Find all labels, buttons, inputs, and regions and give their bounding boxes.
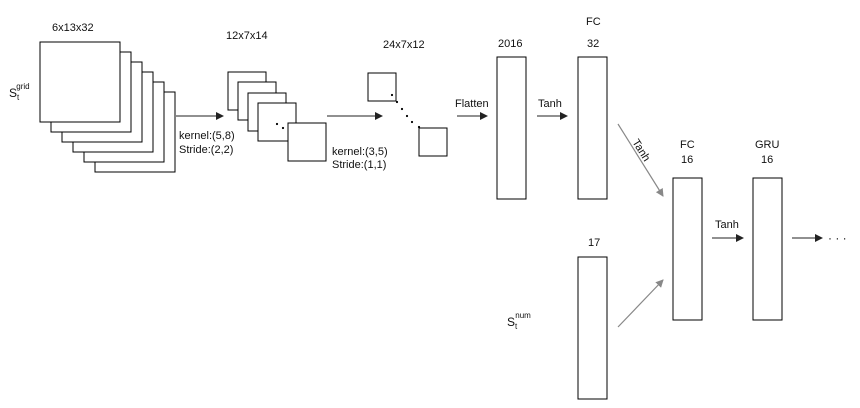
fc1-title: FC [586,16,601,28]
numeric-input-vector [577,256,608,400]
conv1-feature-maps [227,71,327,162]
numeric-input-size: 17 [588,237,600,249]
input-grid-layer [39,41,121,123]
input-grid-symbol: Stgrid [9,82,30,102]
fc1-activation-label: Tanh [538,98,562,110]
ellipsis-dot [390,93,394,97]
conv2-feature-map [367,72,397,102]
conv2-output-dims: 24x7x12 [383,39,425,51]
conv2-feature-map [418,127,448,157]
input-grid-stack [39,41,176,173]
ellipsis-dot [405,114,409,118]
gru-layer [752,177,783,321]
fc2-title: FC [680,139,695,151]
ellipsis-dot [410,120,414,124]
flatten-vector [496,56,527,200]
flatten-size: 2016 [498,38,522,50]
continuation-dots: · · · [828,231,847,245]
numeric-input-symbol: Stnum [507,311,531,331]
ellipsis-dot [281,126,285,130]
ellipsis-dot [395,100,399,104]
gru-title: GRU [755,139,780,151]
numeric-to-fc2-arrow [617,279,664,328]
ellipsis-dot [275,122,279,126]
conv1-output-dims: 12x7x14 [226,30,268,42]
fc1-layer [577,56,608,200]
fc2-size: 16 [681,154,693,166]
conv2-stride: Stride:(1,1) [332,159,386,171]
fc1-to-fc2-activation: Tanh [629,137,652,164]
conv1-kernel: kernel:(5,8) [179,130,235,142]
fc1-to-fc2-arrow [617,123,664,197]
flatten-label: Flatten [455,98,489,110]
conv2-kernel: kernel:(3,5) [332,146,388,158]
fc1-size: 32 [587,38,599,50]
gru-activation-label: Tanh [715,219,739,231]
ellipsis-dot [400,107,404,111]
conv2-feature-maps [367,72,448,157]
input-grid-dims: 6x13x32 [52,22,94,34]
fc2-layer [672,177,703,321]
conv1-stride: Stride:(2,2) [179,144,233,156]
gru-size: 16 [761,154,773,166]
conv1-feature-map [287,122,327,162]
